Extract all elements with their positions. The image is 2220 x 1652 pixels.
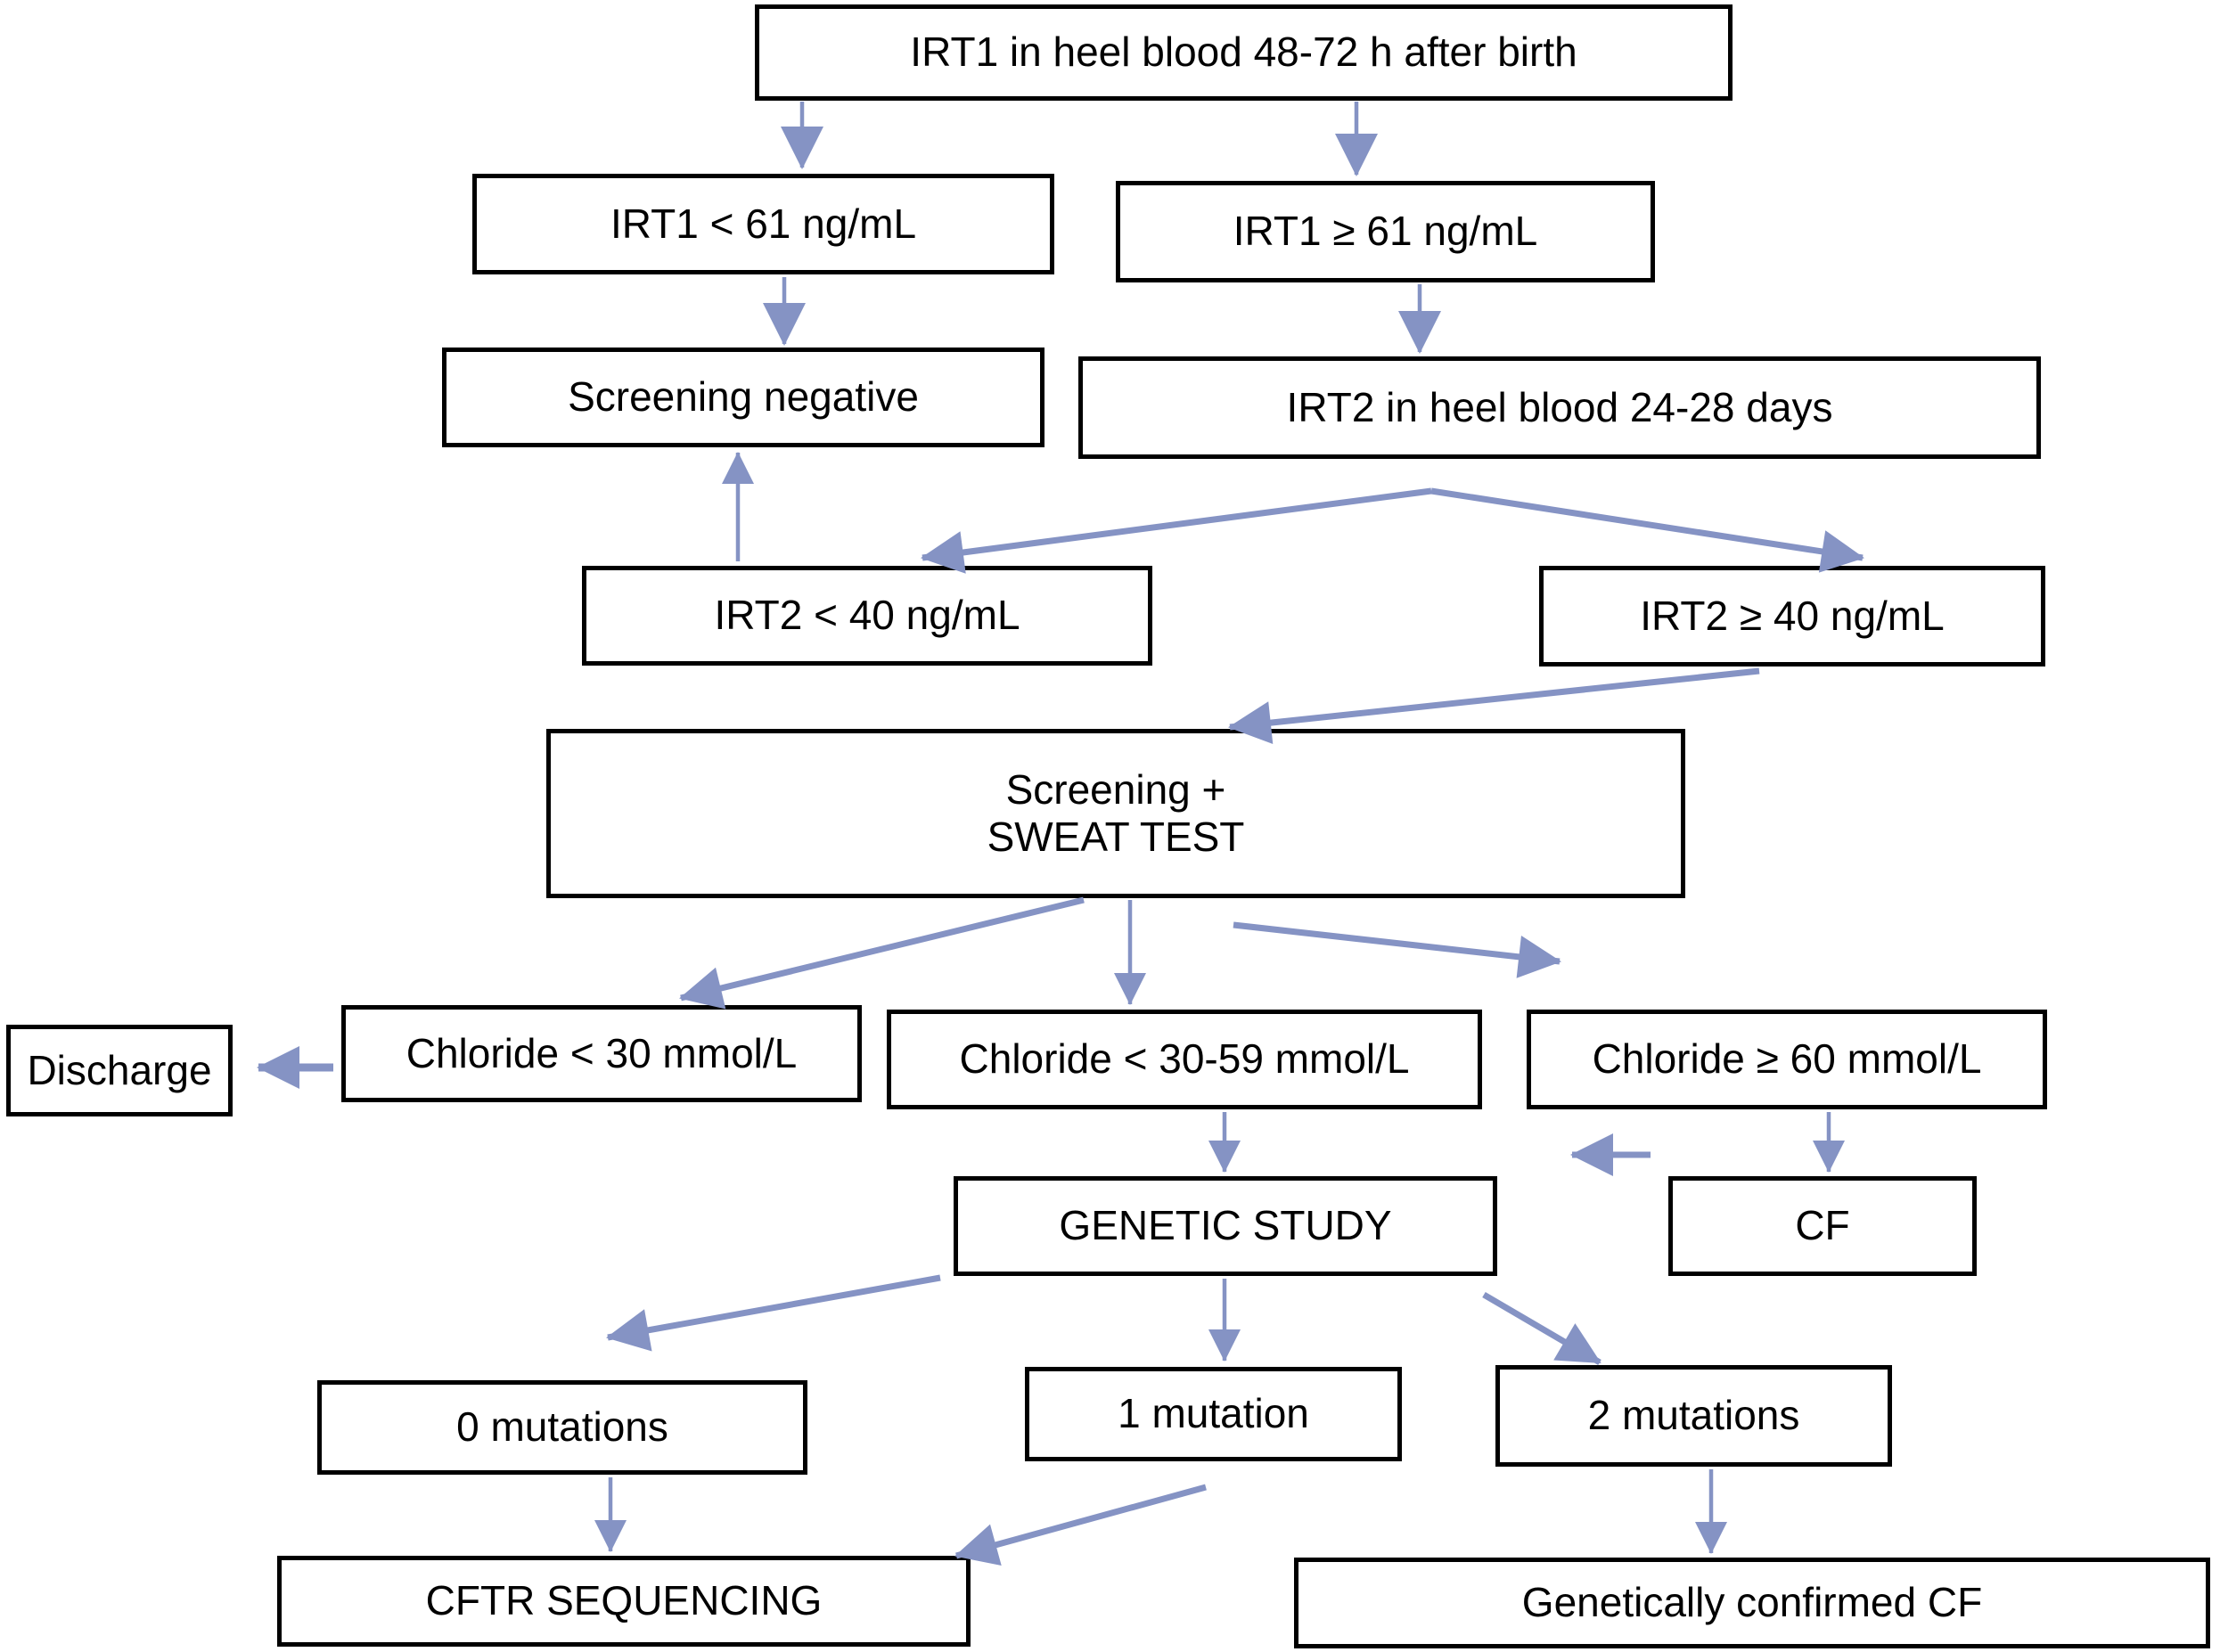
node-irt2-heel-blood: IRT2 in heel blood 24-28 days: [1078, 356, 2041, 459]
node-label: 2 mutations: [1587, 1392, 1800, 1439]
node-label: GENETIC STUDY: [1059, 1202, 1392, 1249]
node-cftr-sequencing: CFTR SEQUENCING: [277, 1556, 971, 1647]
node-screening-positive-sweat-test: Screening + SWEAT TEST: [546, 729, 1685, 898]
node-cf: CF: [1668, 1176, 1977, 1276]
node-label: Genetically confirmed CF: [1521, 1579, 1983, 1626]
node-label: Screening negative: [568, 373, 919, 421]
node-0-mutations: 0 mutations: [317, 1380, 807, 1475]
arrow-irt2-to-irt2low: [921, 487, 1432, 574]
node-label: CFTR SEQUENCING: [425, 1577, 823, 1624]
node-label: CF: [1795, 1202, 1850, 1249]
node-chloride-above-60: Chloride ≥ 60 mmol/L: [1527, 1010, 2047, 1109]
arrow-1mutation-to-cftr: [954, 1484, 1207, 1566]
node-label: IRT1 ≥ 61 ng/mL: [1233, 208, 1538, 255]
node-2-mutations: 2 mutations: [1495, 1365, 1892, 1467]
node-discharge: Discharge: [6, 1025, 233, 1116]
sweat-test-line1: Screening +: [1005, 765, 1226, 813]
node-label: 1 mutation: [1118, 1390, 1309, 1437]
node-label: Chloride < 30 mmol/L: [405, 1029, 798, 1076]
node-label: Chloride ≥ 60 mmol/L: [1592, 1035, 1982, 1083]
node-label: IRT2 < 40 ng/mL: [714, 592, 1020, 639]
node-irt1-heel-blood: IRT1 in heel blood 48-72 h after birth: [755, 4, 1733, 101]
node-label: Screening + SWEAT TEST: [987, 766, 1245, 862]
node-chloride-30-59: Chloride < 30-59 mmol/L: [887, 1010, 1482, 1109]
node-genetically-confirmed-cf: Genetically confirmed CF: [1294, 1558, 2210, 1648]
node-label: IRT1 < 61 ng/mL: [610, 200, 917, 247]
node-label: IRT2 in heel blood 24-28 days: [1286, 383, 1833, 430]
node-chloride-below-30: Chloride < 30 mmol/L: [341, 1005, 862, 1102]
node-label: 0 mutations: [456, 1403, 668, 1451]
node-label: Discharge: [27, 1046, 212, 1093]
node-irt1-above-61: IRT1 ≥ 61 ng/mL: [1116, 181, 1655, 282]
node-genetic-study: GENETIC STUDY: [954, 1176, 1497, 1276]
arrow-genetic-to-0mutations: [606, 1274, 941, 1352]
node-label: Chloride < 30-59 mmol/L: [959, 1035, 1410, 1083]
arrow-genetic-to-2mutations: [1482, 1291, 1602, 1366]
node-label: IRT1 in heel blood 48-72 h after birth: [910, 29, 1577, 76]
arrow-sweat-to-chloridehigh: [1233, 921, 1561, 978]
node-label: IRT2 ≥ 40 ng/mL: [1640, 592, 1945, 639]
node-irt1-below-61: IRT1 < 61 ng/mL: [472, 174, 1054, 274]
node-screening-negative: Screening negative: [442, 348, 1044, 447]
sweat-test-line2: SWEAT TEST: [987, 814, 1245, 860]
node-irt2-below-40: IRT2 < 40 ng/mL: [582, 566, 1152, 666]
arrow-sweat-to-chloridelow: [679, 896, 1085, 1010]
arrow-irt2high-to-sweat: [1228, 667, 1760, 745]
arrow-irt2-to-irt2high: [1430, 487, 1864, 573]
node-1-mutation: 1 mutation: [1025, 1367, 1402, 1461]
node-irt2-above-40: IRT2 ≥ 40 ng/mL: [1539, 566, 2045, 667]
